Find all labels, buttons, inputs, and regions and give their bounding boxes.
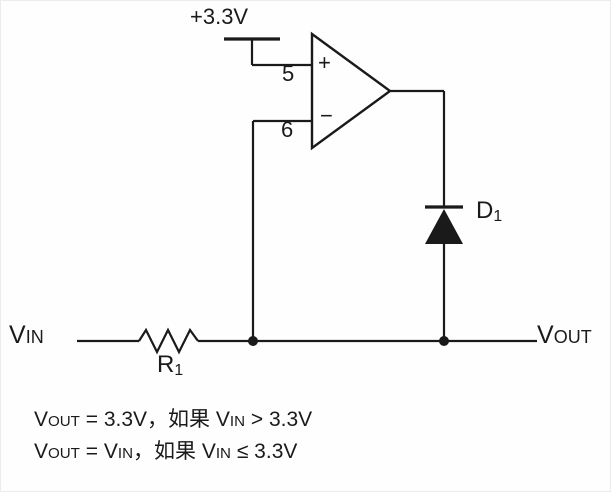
junction-dot-diode bbox=[439, 336, 449, 346]
diode-ref: D bbox=[476, 197, 494, 224]
equation-line-1: VOUT = 3.3V，如果 VIN > 3.3V bbox=[34, 408, 312, 432]
vin-main: V bbox=[9, 321, 26, 349]
eq1-part-2: = 3.3V，如果 bbox=[79, 408, 216, 431]
resistor-ref: R bbox=[157, 351, 175, 378]
eq2-part-4: ，如果 bbox=[133, 440, 202, 463]
eq2-part-7: ≤ 3.3V bbox=[230, 440, 298, 463]
eq2-part-5: V bbox=[201, 440, 216, 463]
eq2-part-0: V bbox=[34, 440, 49, 463]
eq2-part-6: IN bbox=[215, 445, 231, 462]
vout-main: V bbox=[537, 321, 554, 349]
eq2-part-3: IN bbox=[117, 445, 133, 462]
diode-ref-sub: 1 bbox=[493, 207, 503, 225]
eq1-part-1: OUT bbox=[48, 413, 80, 430]
opamp-minus-sign: − bbox=[320, 103, 333, 128]
resistor-zigzag bbox=[138, 327, 199, 355]
diode-label: D1 bbox=[476, 197, 503, 226]
eq2-part-2: = V bbox=[79, 440, 118, 463]
vin-sub: IN bbox=[25, 327, 44, 347]
diode-triangle bbox=[425, 209, 463, 244]
eq1-part-4: IN bbox=[229, 413, 246, 430]
eq1-part-3: V bbox=[215, 408, 230, 431]
eq1-part-0: V bbox=[34, 408, 49, 431]
resistor-ref-sub: 1 bbox=[174, 361, 184, 379]
pin5-label: 5 bbox=[282, 61, 295, 86]
equation-line-2: VOUT = VIN，如果 VIN ≤ 3.3V bbox=[34, 440, 297, 464]
vout-port-label: VOUT bbox=[537, 321, 592, 349]
resistor-label: R1 bbox=[157, 351, 184, 380]
eq1-part-5: > 3.3V bbox=[245, 408, 313, 431]
opamp-plus-sign: + bbox=[318, 50, 331, 75]
supply-voltage-label: +3.3V bbox=[190, 4, 249, 29]
vin-port-label: VIN bbox=[9, 321, 44, 349]
vout-sub: OUT bbox=[553, 327, 592, 347]
pin6-label: 6 bbox=[281, 117, 294, 142]
junction-dot-feedback bbox=[248, 336, 258, 346]
eq2-part-1: OUT bbox=[48, 445, 80, 462]
opamp-triangle bbox=[310, 31, 393, 151]
